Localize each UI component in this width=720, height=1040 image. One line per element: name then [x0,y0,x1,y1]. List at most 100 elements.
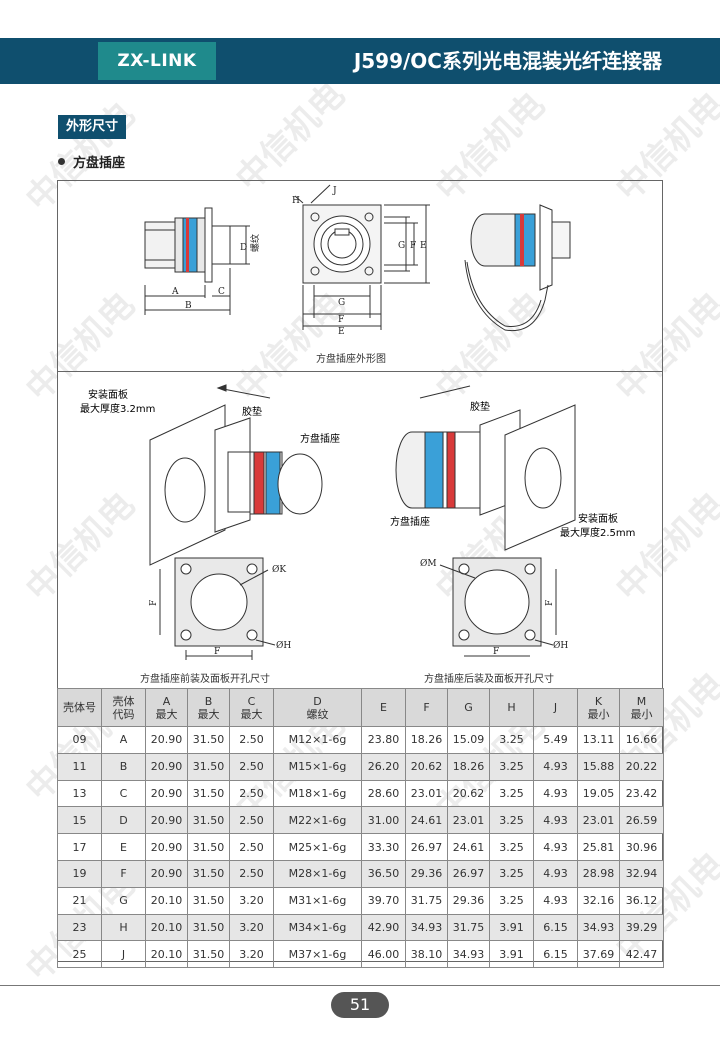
table-cell: 31.75 [405,886,448,915]
table-cell: 23 [57,913,102,942]
table-cell: 13.11 [577,726,620,754]
table-cell: 33.30 [361,833,406,861]
dim-label-oh-rear: ØH [553,640,568,651]
table-cell: 4.93 [533,752,578,781]
dim-label-g: G [338,298,345,308]
table-cell: 20.90 [145,779,188,808]
table-cell: 24.61 [447,833,490,861]
table-cell: 34.93 [577,913,620,942]
table-cell: 31.50 [187,940,230,969]
table-cell: A [101,726,146,754]
table-cell: 2.50 [229,859,274,888]
table-cell: 46.00 [361,940,406,969]
table-header-cell: G [447,688,490,727]
table-cell: 4.93 [533,806,578,835]
dim-label-d: D [240,243,247,253]
table-cell: M37×1-6g [273,940,362,969]
front-cutout [159,557,276,660]
table-cell: 3.20 [229,913,274,942]
table-cell: 3.25 [489,752,534,781]
table-cell: J [101,940,146,969]
table-cell: 20.90 [145,859,188,888]
table-cell: D [101,806,146,835]
table-cell: 3.25 [489,779,534,808]
table-cell: 32.94 [619,859,664,888]
dim-label-b: B [185,301,192,311]
table-cell: 34.93 [447,940,490,969]
table-cell: 09 [57,726,102,754]
table-cell: 39.70 [361,886,406,915]
header-text: C [247,694,256,708]
table-cell: M18×1-6g [273,779,362,808]
table-cell: 31.50 [187,913,230,942]
table-cell: M12×1-6g [273,726,362,754]
table-cell: 2.50 [229,726,274,754]
header-text: 壳体号 [63,701,96,714]
dim-label-g-vert: G [398,241,405,251]
table-cell: 39.29 [619,913,664,942]
table-cell: 3.25 [489,859,534,888]
table-cell: 31.50 [187,833,230,861]
table-cell: 18.26 [447,752,490,781]
table-cell: 3.25 [489,806,534,835]
dim-label-e: E [338,327,345,337]
label-receptacle-front: 方盘插座 [300,432,340,445]
table-cell: 29.36 [447,886,490,915]
table-cell: 19 [57,859,102,888]
table-cell: 38.10 [405,940,448,969]
table-cell: 20.90 [145,752,188,781]
dim-label-h: H [292,196,300,206]
table-cell: 4.93 [533,859,578,888]
label-panel-rear-thickness: 最大厚度2.5mm [560,526,635,539]
table-cell: 28.60 [361,779,406,808]
table-cell: M15×1-6g [273,752,362,781]
table-cell: H [101,913,146,942]
header-subtext: 最小 [587,707,610,721]
table-cell: M34×1-6g [273,913,362,942]
front-mount-iso [149,384,323,566]
header-text: M [636,694,647,708]
table-cell: 42.47 [619,940,664,969]
table-cell: M31×1-6g [273,886,362,915]
table-cell: 20.90 [145,833,188,861]
header-text: A [162,694,171,708]
iso-view [464,204,571,332]
header-subtext: 最大 [197,707,220,721]
header-text: B [204,694,213,708]
table-cell: 20.10 [145,886,188,915]
table-header-cell: J [533,688,578,727]
table-header-cell: F [405,688,448,727]
page-title: J599/OC系列光电混装光纤连接器 [353,49,662,73]
rear-cutout [439,557,557,657]
caption-rear-mount: 方盘插座后装及面板开孔尺寸 [424,674,554,685]
label-panel-front-thickness: 最大厚度3.2mm [80,402,155,415]
table-cell: 3.20 [229,886,274,915]
table-header-cell: H [489,688,534,727]
table-header-cell: 壳体号 [57,688,102,727]
table-cell: 15.09 [447,726,490,754]
header-text: F [423,701,430,714]
table-cell: 31.50 [187,726,230,754]
dim-label-f-vert: F [410,241,416,251]
dim-label-f-front-vert: F [149,600,159,606]
table-cell: 26.97 [405,833,448,861]
table-cell: 2.50 [229,806,274,835]
table-cell: 11 [57,752,102,781]
bullet-icon [58,158,65,165]
subsection-heading: 方盘插座 [58,152,125,171]
header-subtext: 最小 [630,707,653,721]
header-subtext: 代码 [112,707,135,721]
table-header-cell: E [361,688,406,727]
dim-label-m: ØM [420,558,437,569]
table-cell: 32.16 [577,886,620,915]
table-cell: 18.26 [405,726,448,754]
table-cell: 42.90 [361,913,406,942]
